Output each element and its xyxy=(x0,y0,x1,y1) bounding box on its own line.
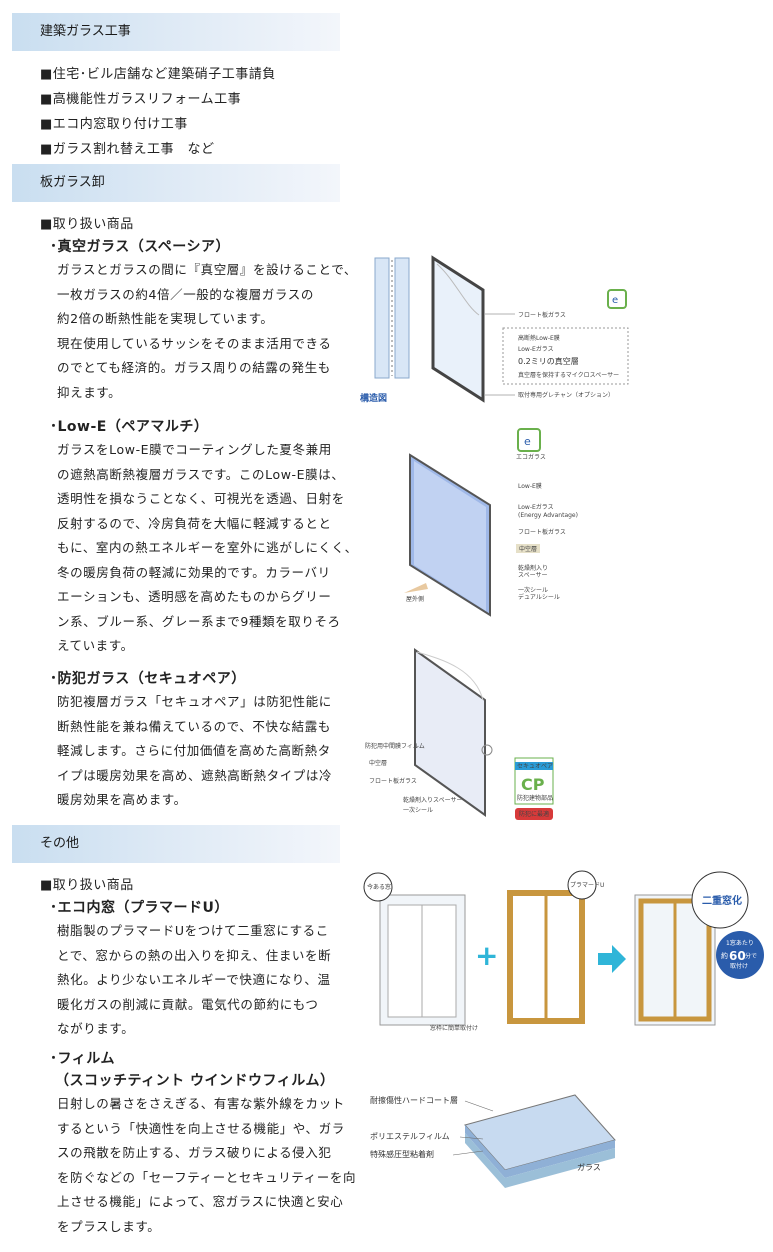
svg-text:二重窓化: 二重窓化 xyxy=(702,894,742,907)
inner-window-figure: 今ある窓 窓枠に簡単取付け + プラマードU 二重窓化 1窓あたり 約 60 分… xyxy=(363,870,764,1032)
svg-text:特殊感圧型粘着剤: 特殊感圧型粘着剤 xyxy=(370,1149,434,1159)
svg-text:Low-Eガラス: Low-Eガラス xyxy=(518,345,554,353)
svg-text:スペーサー: スペーサー xyxy=(518,572,547,579)
eco-glass-icon xyxy=(607,289,627,309)
svg-text:CP: CP xyxy=(521,775,545,794)
product-subtitle-film: （スコッチティント ウインドウフィルム） xyxy=(55,1073,335,1089)
section-header-wholesale: 板ガラス卸 xyxy=(12,164,340,202)
construction-item: ■ガラス割れ替え工事 など xyxy=(40,142,215,157)
install-time-badge xyxy=(716,931,764,979)
secu-structure-figure: 防犯用中間膜フィルム 中空層 フロート板ガラス 乾燥剤入りスペーサー 一次シール… xyxy=(365,648,554,820)
svg-text:中空層: 中空層 xyxy=(519,545,537,553)
svg-text:窓枠に簡単取付け: 窓枠に簡単取付け xyxy=(430,1024,478,1032)
product-title-lowe: ･Low-E（ペアマルチ） xyxy=(50,419,209,435)
svg-text:フロート板ガラス: フロート板ガラス xyxy=(518,528,566,536)
svg-text:取付け: 取付け xyxy=(730,962,748,970)
product-desc-secu: 防犯複層ガラス「セキュオペア」は防犯性能に 断熱性能を兼ね備えているので、不快な… xyxy=(57,694,333,807)
lowe-structure-figure: e エコガラス Low-E膜 Low-Eガラス (Energy Advantag… xyxy=(404,428,578,617)
svg-text:エコガラス: エコガラス xyxy=(516,453,546,461)
svg-text:中空層: 中空層 xyxy=(369,759,387,767)
svg-text:乾燥剤入り: 乾燥剤入り xyxy=(518,564,548,572)
svg-text:防犯建物部品: 防犯建物部品 xyxy=(517,794,553,802)
svg-text:ガラス: ガラス xyxy=(577,1162,601,1172)
svg-text:Low-E膜: Low-E膜 xyxy=(518,482,542,490)
eco-glass-icon xyxy=(517,428,541,452)
svg-text:一次シール: 一次シール xyxy=(518,586,548,594)
svg-text:高断熱Low-E膜: 高断熱Low-E膜 xyxy=(518,334,560,342)
product-title-inner-window: ･エコ内窓（プラマードU） xyxy=(50,900,229,916)
section-header-other: その他 xyxy=(12,825,340,863)
spacia-structure-figure: 構造図 フロート板ガラス 高断熱Low-E膜 Low-Eガラス 0.2ミリの真空… xyxy=(360,255,629,404)
arrow-right-icon xyxy=(598,945,626,973)
svg-text:耐擦傷性ハードコート層: 耐擦傷性ハードコート層 xyxy=(370,1095,458,1105)
construction-item: ■高機能性ガラスリフォーム工事 xyxy=(40,92,242,107)
products-heading: ■取り扱い商品 xyxy=(40,217,134,232)
construction-item: ■エコ内窓取り付け工事 xyxy=(40,117,188,132)
product-desc-spacia: ガラスとガラスの間に『真空層』を設けることで、 一枚ガラスの約4倍／一般的な複層… xyxy=(57,262,357,400)
svg-text:フロート板ガラス: フロート板ガラス xyxy=(518,311,566,319)
svg-text:e: e xyxy=(612,295,618,306)
svg-text:真空層を保持するマイクロスペーサー: 真空層を保持するマイクロスペーサー xyxy=(518,371,619,379)
secu-badge: セキュオペア CP 防犯建物部品 防犯に最適 xyxy=(514,757,554,820)
product-desc-film: 日射しの暑さをさえぎる、有害な紫外線をカット するという「快適性を向上させる機能… xyxy=(57,1096,357,1234)
svg-text:分で: 分で xyxy=(745,952,757,960)
svg-text:屋外側: 屋外側 xyxy=(406,595,424,603)
svg-text:デュアルシール: デュアルシール xyxy=(518,593,560,601)
svg-text:約: 約 xyxy=(721,951,728,960)
svg-text:60: 60 xyxy=(729,949,746,963)
product-title-film: ･フィルム xyxy=(50,1051,115,1067)
svg-text:1窓あたり: 1窓あたり xyxy=(726,939,754,947)
svg-text:取付専用グレチャン（オプション）: 取付専用グレチャン（オプション） xyxy=(518,391,614,399)
product-desc-lowe: ガラスをLow-E膜でコーティングした夏冬兼用 の遮熱高断熱複層ガラスです。この… xyxy=(57,442,358,653)
product-desc-inner-window: 樹脂製のプラマードUをつけて二重窓にするこ とで、窓からの熱の出入りを抑え、住ま… xyxy=(57,923,332,1036)
svg-text:今ある窓: 今ある窓 xyxy=(367,883,391,891)
svg-text:0.2ミリの真空層: 0.2ミリの真空層 xyxy=(518,356,579,366)
svg-text:(Energy Advantage): (Energy Advantage) xyxy=(518,512,578,519)
svg-text:フロート板ガラス: フロート板ガラス xyxy=(369,777,417,785)
section-header-construction: 建築ガラス工事 xyxy=(12,13,340,51)
svg-text:防犯用中間膜フィルム: 防犯用中間膜フィルム xyxy=(365,742,425,750)
svg-text:防犯に最適: 防犯に最適 xyxy=(519,810,549,818)
construction-item: ■住宅･ビル店舗など建築硝子工事請負 xyxy=(40,67,276,82)
film-layers-figure: 耐擦傷性ハードコート層 ポリエステルフィルム 特殊感圧型粘着剤 ガラス xyxy=(370,1094,616,1188)
svg-text:Low-Eガラス: Low-Eガラス xyxy=(518,503,554,511)
svg-text:ポリエステルフィルム: ポリエステルフィルム xyxy=(370,1132,450,1141)
products-heading: ■取り扱い商品 xyxy=(40,878,134,893)
spacia-caption: 構造図 xyxy=(360,392,387,404)
svg-text:プラマードU: プラマードU xyxy=(570,882,604,889)
svg-text:一次シール: 一次シール xyxy=(403,806,433,814)
svg-text:セキュオペア: セキュオペア xyxy=(517,763,553,770)
svg-text:乾燥剤入りスペーサー: 乾燥剤入りスペーサー xyxy=(403,796,462,804)
svg-text:e: e xyxy=(524,435,531,448)
plus-icon: + xyxy=(475,939,498,972)
product-title-spacia: ･真空ガラス（スペーシア） xyxy=(50,239,230,255)
product-title-secu: ･防犯ガラス（セキュオペア） xyxy=(50,671,246,687)
